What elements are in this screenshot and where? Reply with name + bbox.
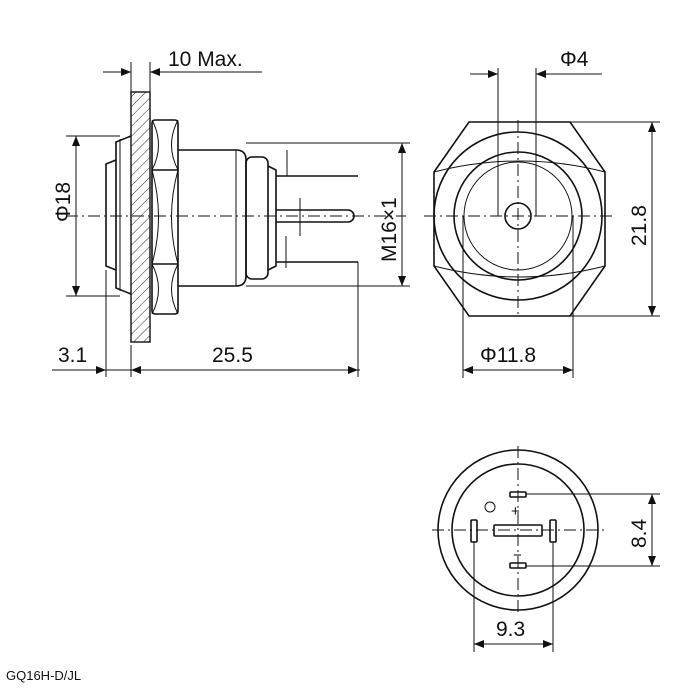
dim-nut-height: 21.8 xyxy=(570,121,660,317)
dim-pin-spacing-v-label: 8.4 xyxy=(628,518,651,548)
dim-head-height-label: 3.1 xyxy=(58,344,87,367)
terminal-pins xyxy=(276,150,358,268)
button-cap xyxy=(105,159,117,271)
dim-bezel-dia: Φ11.8 xyxy=(462,216,574,378)
side-view: 10 Max. Φ18 M16×1 xyxy=(52,48,410,377)
dim-panel-max-label: 10 Max. xyxy=(168,48,243,71)
nut-hexagon xyxy=(433,121,606,317)
dim-lamp-dia: Φ4 xyxy=(470,48,602,216)
dim-thread: M16×1 xyxy=(246,142,410,287)
dim-thread-label: M16×1 xyxy=(378,197,401,262)
threaded-body xyxy=(178,149,277,287)
dim-pin-spacing-h: 9.3 xyxy=(473,542,554,652)
hex-nut xyxy=(151,119,179,315)
dim-lamp-dia-label: Φ4 xyxy=(560,48,589,71)
mounting-panel xyxy=(130,91,151,343)
dim-panel-max: 10 Max. xyxy=(103,48,262,92)
plus-terminal-mark: + xyxy=(511,503,520,520)
front-view: Φ4 21.8 Φ11.8 xyxy=(424,48,660,378)
dim-head-dia-label: Φ18 xyxy=(52,182,75,222)
dim-body-length-label: 25.5 xyxy=(212,344,253,367)
button-head xyxy=(115,135,132,295)
dim-nut-height-label: 21.8 xyxy=(628,205,651,246)
part-code-caption: GQ16H-D/JL xyxy=(6,668,81,683)
rear-view: + − 8.4 9.3 xyxy=(432,446,660,652)
minus-terminal-mark: − xyxy=(513,547,522,564)
dim-bezel-dia-label: Φ11.8 xyxy=(480,344,536,367)
dim-head-dia: Φ18 xyxy=(52,135,120,297)
dim-lengths: 3.1 25.5 xyxy=(52,262,360,377)
dim-pin-spacing-h-label: 9.3 xyxy=(496,618,525,641)
dim-pin-spacing-v: 8.4 xyxy=(526,493,660,567)
